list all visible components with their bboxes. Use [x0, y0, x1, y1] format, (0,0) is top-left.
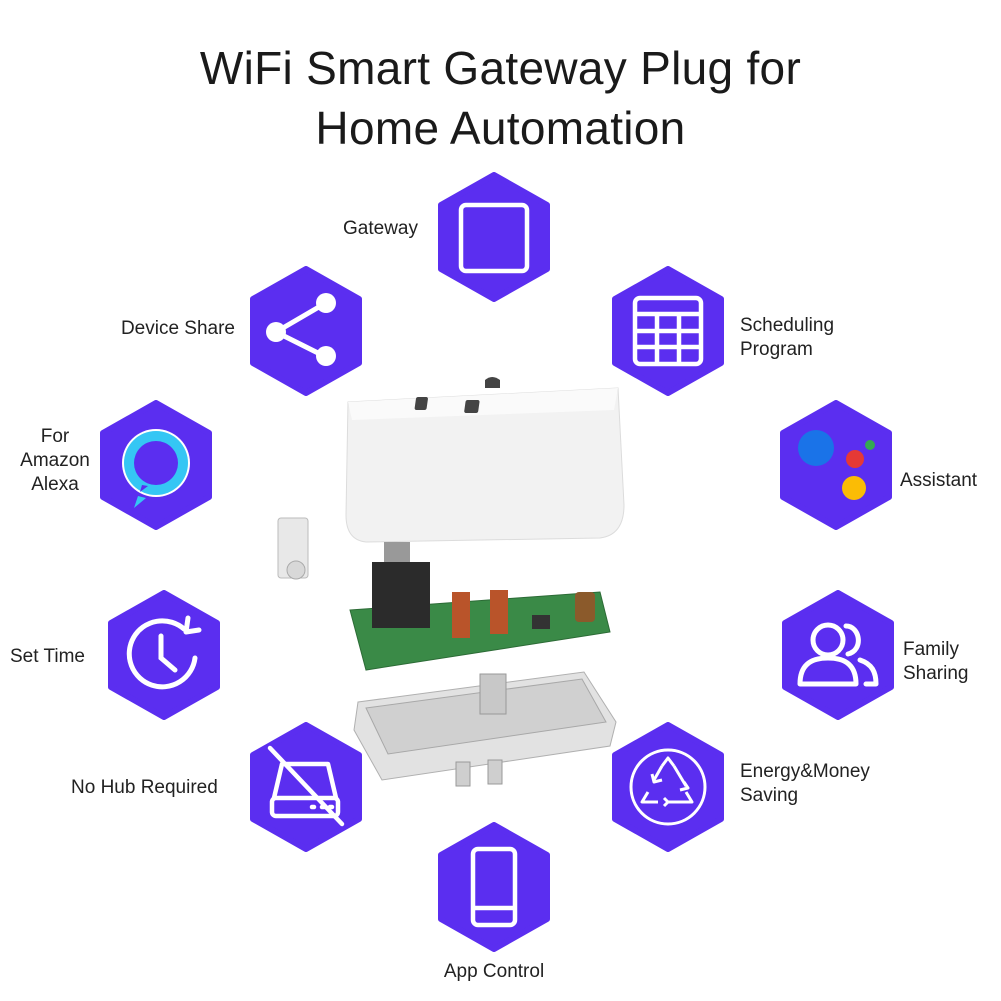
assistant-hex	[776, 400, 896, 530]
family-label-line-1: Family	[903, 639, 959, 660]
title-line-1: WiFi Smart Gateway Plug for	[199, 42, 802, 94]
title-line-2: Home Automation	[315, 102, 686, 154]
family-label-line-2: Sharing	[903, 663, 969, 684]
device-share-hex	[246, 266, 366, 396]
circuit-board	[349, 542, 611, 671]
plug-top-housing	[345, 377, 625, 543]
scheduling-label-line-2: Program	[740, 339, 813, 360]
users-icon	[797, 622, 879, 687]
alexa-icon	[122, 429, 190, 508]
gateway-hex	[434, 172, 554, 302]
device-share-label: Device Share	[120, 318, 235, 339]
energy-label: Energy&Money Saving	[740, 760, 870, 808]
recycle-icon	[640, 756, 694, 808]
alexa-label-line-2: Amazon	[20, 450, 90, 471]
alexa-label: For Amazon Alexa	[14, 425, 96, 497]
phone-icon	[470, 846, 518, 928]
page-title: WiFi Smart Gateway Plug for Home Automat…	[0, 38, 1001, 158]
plug-bottom-housing	[353, 671, 617, 787]
no-hub-icon	[267, 745, 345, 827]
google-assistant-icon	[798, 430, 875, 500]
energy-label-line-2: Saving	[740, 785, 799, 806]
exploded-smart-plug-illustration	[270, 370, 650, 800]
gateway-square-icon	[458, 202, 530, 274]
gateway-label: Gateway	[343, 218, 418, 239]
calendar-grid-icon	[632, 295, 704, 367]
alexa-label-line-3: Alexa	[31, 474, 79, 495]
family-hex	[778, 590, 898, 720]
alexa-label-line-1: For	[40, 426, 70, 447]
energy-label-line-1: Energy&Money	[740, 761, 870, 782]
app-control-label: App Control	[443, 961, 545, 982]
assistant-label: Assistant	[900, 470, 978, 491]
energy-hex	[608, 722, 728, 852]
no-hub-hex	[246, 722, 366, 852]
no-hub-label: No Hub Required	[71, 777, 218, 798]
family-label: Family Sharing	[903, 638, 969, 686]
alexa-hex	[96, 400, 216, 530]
ground-clip	[277, 517, 309, 580]
set-time-label: Set Time	[10, 646, 85, 667]
scheduling-label-line-1: Scheduling	[740, 315, 835, 336]
share-icon	[266, 293, 336, 366]
scheduling-hex	[608, 266, 728, 396]
scheduling-label: Scheduling Program	[740, 314, 834, 362]
app-control-hex	[434, 822, 554, 952]
set-time-hex	[104, 590, 224, 720]
clock-icon	[126, 615, 202, 690]
